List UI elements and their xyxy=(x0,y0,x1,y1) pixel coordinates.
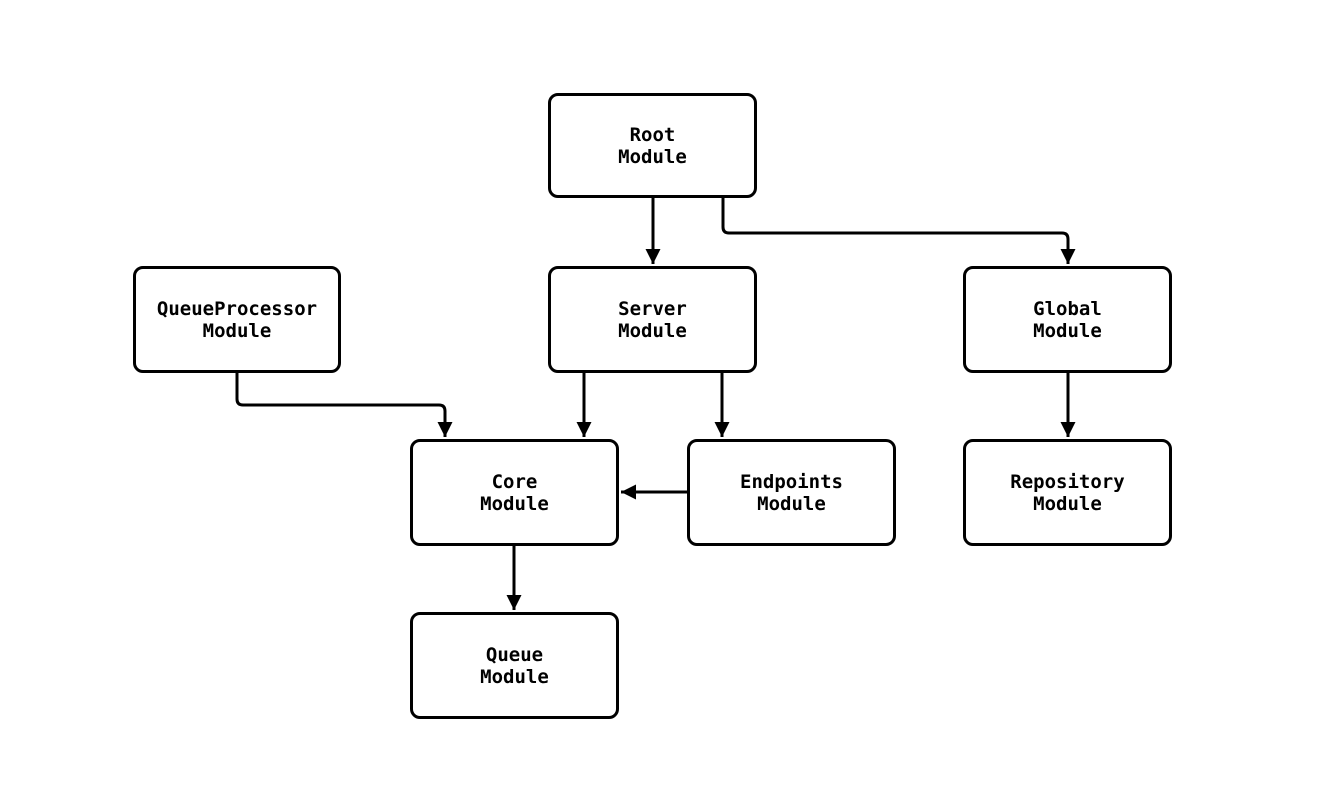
node-queue-module-label: Queue Module xyxy=(480,643,549,688)
node-repository-module-label: Repository Module xyxy=(1010,470,1125,515)
node-root-module: Root Module xyxy=(548,93,757,198)
node-endpoints-module-label: Endpoints Module xyxy=(740,470,843,515)
node-repository-module: Repository Module xyxy=(963,439,1172,546)
node-endpoints-module: Endpoints Module xyxy=(687,439,896,546)
node-server-module-label: Server Module xyxy=(618,297,687,342)
edge-root-to-global xyxy=(721,198,1076,264)
edge-queueprocessor-to-core xyxy=(235,373,453,437)
node-root-module-label: Root Module xyxy=(618,123,687,168)
node-queueprocessor-module: QueueProcessor Module xyxy=(133,266,341,373)
node-queue-module: Queue Module xyxy=(410,612,619,719)
node-core-module-label: Core Module xyxy=(480,470,549,515)
node-global-module: Global Module xyxy=(963,266,1172,373)
node-queueprocessor-module-label: QueueProcessor Module xyxy=(156,297,318,342)
node-server-module: Server Module xyxy=(548,266,757,373)
node-core-module: Core Module xyxy=(410,439,619,546)
node-global-module-label: Global Module xyxy=(1033,297,1102,342)
